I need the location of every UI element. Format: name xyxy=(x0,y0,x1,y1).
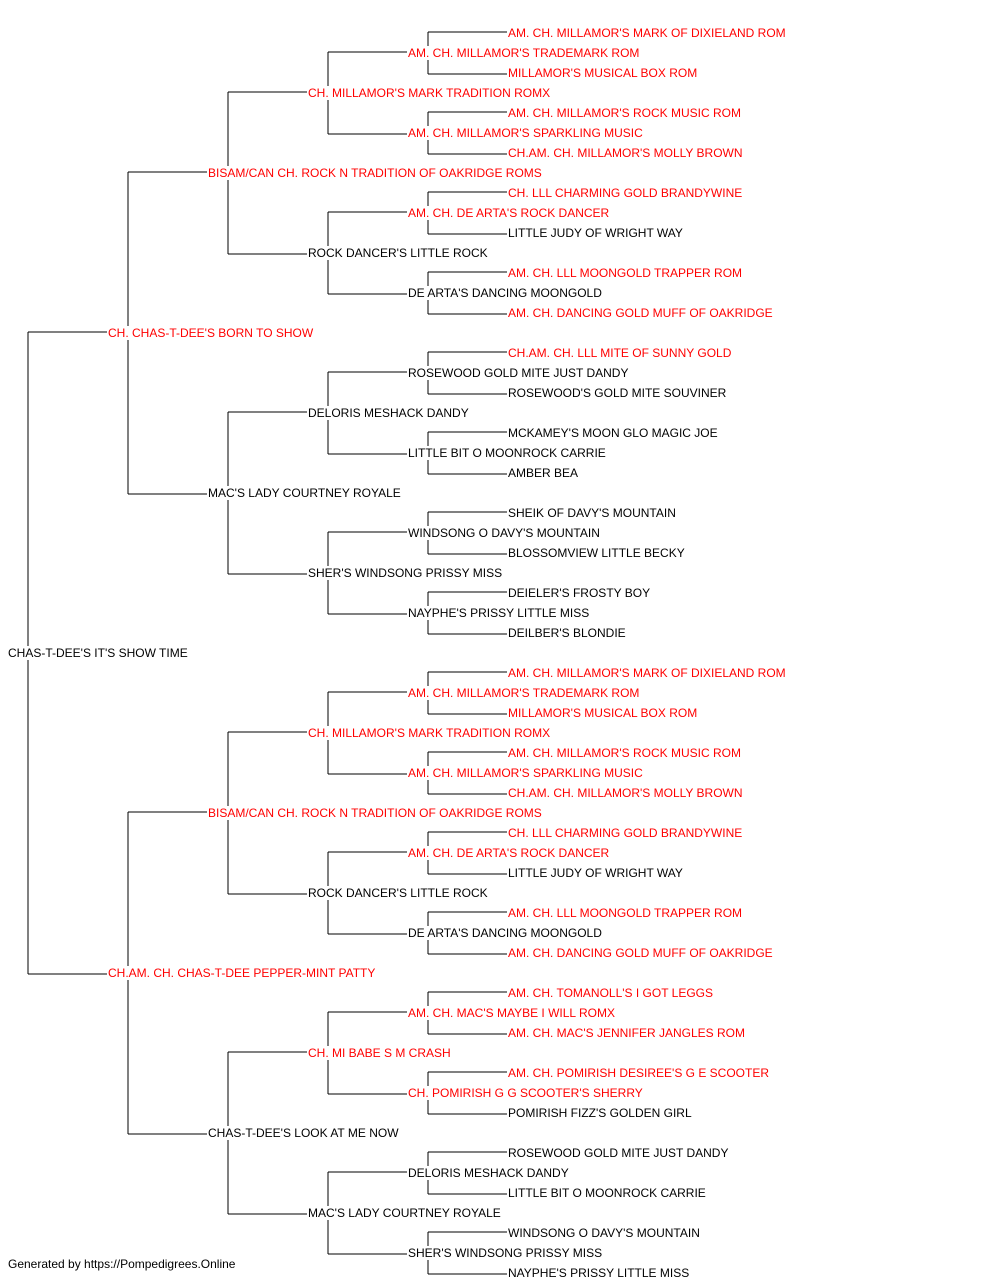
pedigree-node-ggg-grandparent-sire: AM. CH. POMIRISH DESIREE'S G E SCOOTER xyxy=(507,1066,770,1080)
pedigree-node-gg-grandparent-sire: ROSEWOOD GOLD MITE JUST DANDY xyxy=(407,366,630,380)
pedigree-node-ggg-grandparent-sire: WINDSONG O DAVY'S MOUNTAIN xyxy=(507,1226,701,1240)
pedigree-node-ggg-grandparent-dam: CH.AM. CH. MILLAMOR'S MOLLY BROWN xyxy=(507,786,744,800)
pedigree-node-ggg-grandparent-dam: MILLAMOR'S MUSICAL BOX ROM xyxy=(507,66,699,80)
pedigree-node-ggg-grandparent-dam: AMBER BEA xyxy=(507,466,580,480)
pedigree-node-gg-grandparent-dam: NAYPHE'S PRISSY LITTLE MISS xyxy=(407,606,591,620)
pedigree-node-gg-grandparent-sire: AM. CH. MAC'S MAYBE I WILL ROMX xyxy=(407,1006,616,1020)
pedigree-node-grandparent-dam: MAC'S LADY COURTNEY ROYALE xyxy=(207,486,402,500)
pedigree-node-ggg-grandparent-dam: NAYPHE'S PRISSY LITTLE MISS xyxy=(507,1266,691,1280)
pedigree-node-ggg-grandparent-dam: LITTLE JUDY OF WRIGHT WAY xyxy=(507,866,684,880)
pedigree-node-great-grandparent-dam: ROCK DANCER'S LITTLE ROCK xyxy=(307,886,489,900)
pedigree-node-gg-grandparent-dam: SHER'S WINDSONG PRISSY MISS xyxy=(407,1246,604,1260)
pedigree-node-gg-grandparent-dam: AM. CH. MILLAMOR'S SPARKLING MUSIC xyxy=(407,126,644,140)
pedigree-node-great-grandparent-dam: ROCK DANCER'S LITTLE ROCK xyxy=(307,246,489,260)
pedigree-node-great-grandparent-dam: SHER'S WINDSONG PRISSY MISS xyxy=(307,566,504,580)
pedigree-node-ggg-grandparent-sire: AM. CH. LLL MOONGOLD TRAPPER ROM xyxy=(507,266,744,280)
pedigree-node-ggg-grandparent-dam: POMIRISH FIZZ'S GOLDEN GIRL xyxy=(507,1106,693,1120)
pedigree-node-gg-grandparent-dam: AM. CH. MILLAMOR'S SPARKLING MUSIC xyxy=(407,766,644,780)
pedigree-node-ggg-grandparent-dam: CH.AM. CH. MILLAMOR'S MOLLY BROWN xyxy=(507,146,744,160)
pedigree-node-ggg-grandparent-dam: AM. CH. DANCING GOLD MUFF OF OAKRIDGE xyxy=(507,306,774,320)
pedigree-node-gg-grandparent-sire: WINDSONG O DAVY'S MOUNTAIN xyxy=(407,526,601,540)
pedigree-node-ggg-grandparent-sire: CH.AM. CH. LLL MITE OF SUNNY GOLD xyxy=(507,346,733,360)
pedigree-node-ggg-grandparent-dam: LITTLE JUDY OF WRIGHT WAY xyxy=(507,226,684,240)
pedigree-node-ggg-grandparent-sire: MCKAMEY'S MOON GLO MAGIC JOE xyxy=(507,426,719,440)
pedigree-node-ggg-grandparent-sire: SHEIK OF DAVY'S MOUNTAIN xyxy=(507,506,677,520)
pedigree-node-gg-grandparent-sire: AM. CH. DE ARTA'S ROCK DANCER xyxy=(407,206,611,220)
pedigree-node-gg-grandparent-dam: DE ARTA'S DANCING MOONGOLD xyxy=(407,286,603,300)
pedigree-node-ggg-grandparent-sire: CH. LLL CHARMING GOLD BRANDYWINE xyxy=(507,186,744,200)
pedigree-node-parent-sire: CH. CHAS-T-DEE'S BORN TO SHOW xyxy=(107,326,315,340)
pedigree-node-grandparent-sire: BISAM/CAN CH. ROCK N TRADITION OF OAKRID… xyxy=(207,806,543,820)
pedigree-node-great-grandparent-sire: CH. MI BABE S M CRASH xyxy=(307,1046,452,1060)
pedigree-node-great-grandparent-sire: CH. MILLAMOR'S MARK TRADITION ROMX xyxy=(307,726,552,740)
pedigree-node-gg-grandparent-dam: DE ARTA'S DANCING MOONGOLD xyxy=(407,926,603,940)
pedigree-node-ggg-grandparent-sire: ROSEWOOD GOLD MITE JUST DANDY xyxy=(507,1146,730,1160)
pedigree-node-ggg-grandparent-sire: CH. LLL CHARMING GOLD BRANDYWINE xyxy=(507,826,744,840)
pedigree-node-grandparent-sire: BISAM/CAN CH. ROCK N TRADITION OF OAKRID… xyxy=(207,166,543,180)
pedigree-node-ggg-grandparent-sire: DEIELER'S FROSTY BOY xyxy=(507,586,652,600)
pedigree-node-gg-grandparent-sire: AM. CH. DE ARTA'S ROCK DANCER xyxy=(407,846,611,860)
pedigree-node-gg-grandparent-dam: CH. POMIRISH G G SCOOTER'S SHERRY xyxy=(407,1086,644,1100)
pedigree-node-gg-grandparent-dam: LITTLE BIT O MOONROCK CARRIE xyxy=(407,446,607,460)
pedigree-node-ggg-grandparent-dam: ROSEWOOD'S GOLD MITE SOUVINER xyxy=(507,386,728,400)
pedigree-node-gg-grandparent-sire: AM. CH. MILLAMOR'S TRADEMARK ROM xyxy=(407,686,641,700)
pedigree-node-great-grandparent-sire: DELORIS MESHACK DANDY xyxy=(307,406,470,420)
pedigree-node-ggg-grandparent-sire: AM. CH. TOMANOLL'S I GOT LEGGS xyxy=(507,986,715,1000)
pedigree-node-ggg-grandparent-sire: AM. CH. LLL MOONGOLD TRAPPER ROM xyxy=(507,906,744,920)
pedigree-node-ggg-grandparent-dam: MILLAMOR'S MUSICAL BOX ROM xyxy=(507,706,699,720)
pedigree-node-ggg-grandparent-dam: DEILBER'S BLONDIE xyxy=(507,626,627,640)
pedigree-node-subject: CHAS-T-DEE'S IT'S SHOW TIME xyxy=(7,646,189,660)
pedigree-node-ggg-grandparent-sire: AM. CH. MILLAMOR'S MARK OF DIXIELAND ROM xyxy=(507,26,787,40)
pedigree-node-ggg-grandparent-dam: AM. CH. MAC'S JENNIFER JANGLES ROM xyxy=(507,1026,746,1040)
pedigree-node-ggg-grandparent-sire: AM. CH. MILLAMOR'S ROCK MUSIC ROM xyxy=(507,106,742,120)
pedigree-node-ggg-grandparent-dam: BLOSSOMVIEW LITTLE BECKY xyxy=(507,546,686,560)
pedigree-node-great-grandparent-dam: MAC'S LADY COURTNEY ROYALE xyxy=(307,1206,502,1220)
pedigree-node-grandparent-dam: CHAS-T-DEE'S LOOK AT ME NOW xyxy=(207,1126,400,1140)
pedigree-node-ggg-grandparent-dam: LITTLE BIT O MOONROCK CARRIE xyxy=(507,1186,707,1200)
pedigree-node-ggg-grandparent-sire: AM. CH. MILLAMOR'S MARK OF DIXIELAND ROM xyxy=(507,666,787,680)
pedigree-node-ggg-grandparent-dam: AM. CH. DANCING GOLD MUFF OF OAKRIDGE xyxy=(507,946,774,960)
footer-credit: Generated by https://Pompedigrees.Online xyxy=(8,1257,236,1271)
pedigree-node-gg-grandparent-sire: DELORIS MESHACK DANDY xyxy=(407,1166,570,1180)
pedigree-node-ggg-grandparent-sire: AM. CH. MILLAMOR'S ROCK MUSIC ROM xyxy=(507,746,742,760)
pedigree-node-great-grandparent-sire: CH. MILLAMOR'S MARK TRADITION ROMX xyxy=(307,86,552,100)
pedigree-node-gg-grandparent-sire: AM. CH. MILLAMOR'S TRADEMARK ROM xyxy=(407,46,641,60)
pedigree-node-parent-dam: CH.AM. CH. CHAS-T-DEE PEPPER-MINT PATTY xyxy=(107,966,377,980)
